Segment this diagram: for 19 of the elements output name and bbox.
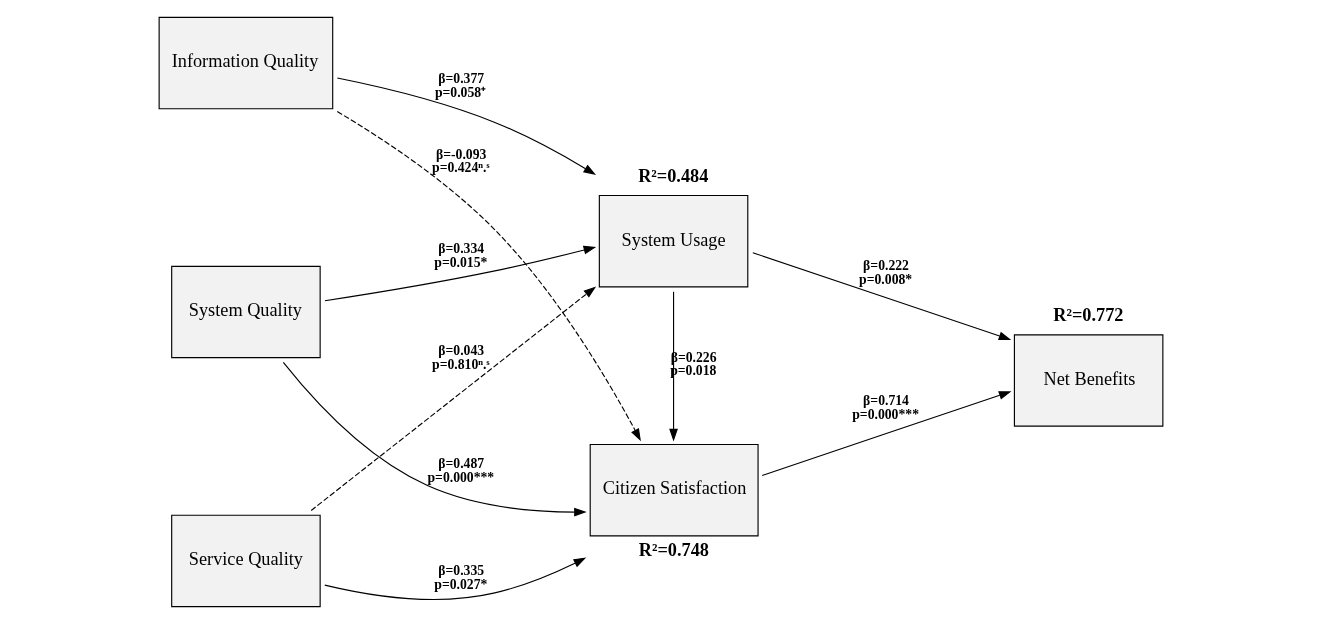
- arrow: [310, 286, 597, 512]
- arrow: [752, 252, 1012, 341]
- edge-label: β=0.714 p=0.000***: [852, 393, 920, 422]
- node-label: R²=0.484: [638, 165, 709, 186]
- node-label: R²=0.772: [1053, 304, 1124, 325]
- edge-label: β=0.377 p=0.058⁺: [434, 71, 487, 100]
- arrow: [324, 245, 597, 302]
- arrow: [336, 111, 641, 442]
- edge-label: β=0.043 p=0.810ⁿ.ˢ: [432, 342, 490, 372]
- edge-label: β=0.487 p=0.000***: [427, 455, 495, 485]
- arrow: [282, 361, 587, 517]
- edge-label: β=0.222 p=0.008*: [859, 258, 913, 288]
- edge-label: β=0.334 p=0.015*: [434, 241, 488, 271]
- edge-label: β=-0.093 p=0.424ⁿ.ˢ: [432, 146, 490, 176]
- edge-label: β=0.335 p=0.027*: [434, 563, 488, 593]
- arrow: [336, 77, 596, 175]
- node-label: R²=0.748: [638, 540, 709, 561]
- arrow: [761, 391, 1012, 476]
- arrow: [324, 557, 587, 600]
